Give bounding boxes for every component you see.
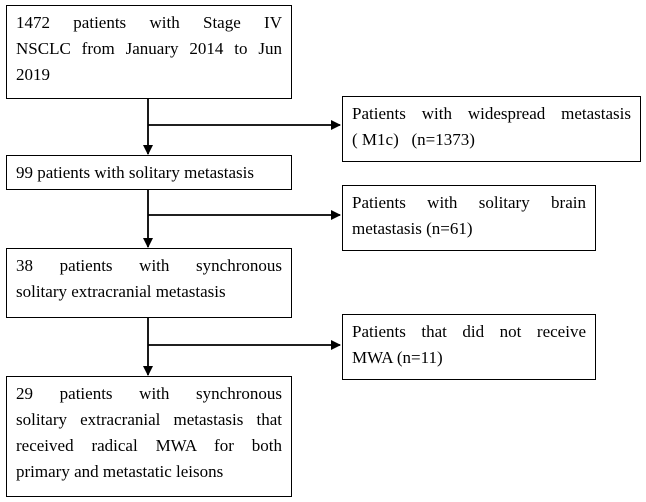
exclusion-box-3: Patients that did not receive MWA (n=11) — [342, 314, 596, 380]
box-line: ( M1c) (n=1373) — [352, 130, 475, 149]
box-line: 99 patients with solitary metastasis — [16, 163, 254, 182]
exclusion-box-1: Patients with widespread metastasis ( M1… — [342, 96, 641, 162]
main-box-3: 38 patients with synchronous solitary ex… — [6, 248, 292, 318]
box-line: 29 patients with synchronous — [16, 384, 282, 403]
box-line: NSCLC from January 2014 to Jun — [16, 39, 282, 58]
main-box-1: 1472 patients with Stage IV NSCLC from J… — [6, 5, 292, 99]
box-line: primary and metastatic leisons — [16, 462, 224, 481]
box-line: solitary extracranial metastasis — [16, 282, 226, 301]
box-line: Patients with widespread metastasis — [352, 104, 631, 123]
exclusion-box-2: Patients with solitary brain metastasis … — [342, 185, 596, 251]
box-line: metastasis (n=61) — [352, 219, 473, 238]
main-box-2: 99 patients with solitary metastasis — [6, 155, 292, 190]
box-line: Patients with solitary brain — [352, 193, 586, 212]
box-line: solitary extracranial metastasis that — [16, 410, 282, 429]
main-box-4: 29 patients with synchronous solitary ex… — [6, 376, 292, 497]
box-line: Patients that did not receive — [352, 322, 586, 341]
box-line: received radical MWA for both — [16, 436, 282, 455]
box-line: 2019 — [16, 65, 50, 84]
box-line: 38 patients with synchronous — [16, 256, 282, 275]
box-line: MWA (n=11) — [352, 348, 443, 367]
box-line: 1472 patients with Stage IV — [16, 13, 282, 32]
